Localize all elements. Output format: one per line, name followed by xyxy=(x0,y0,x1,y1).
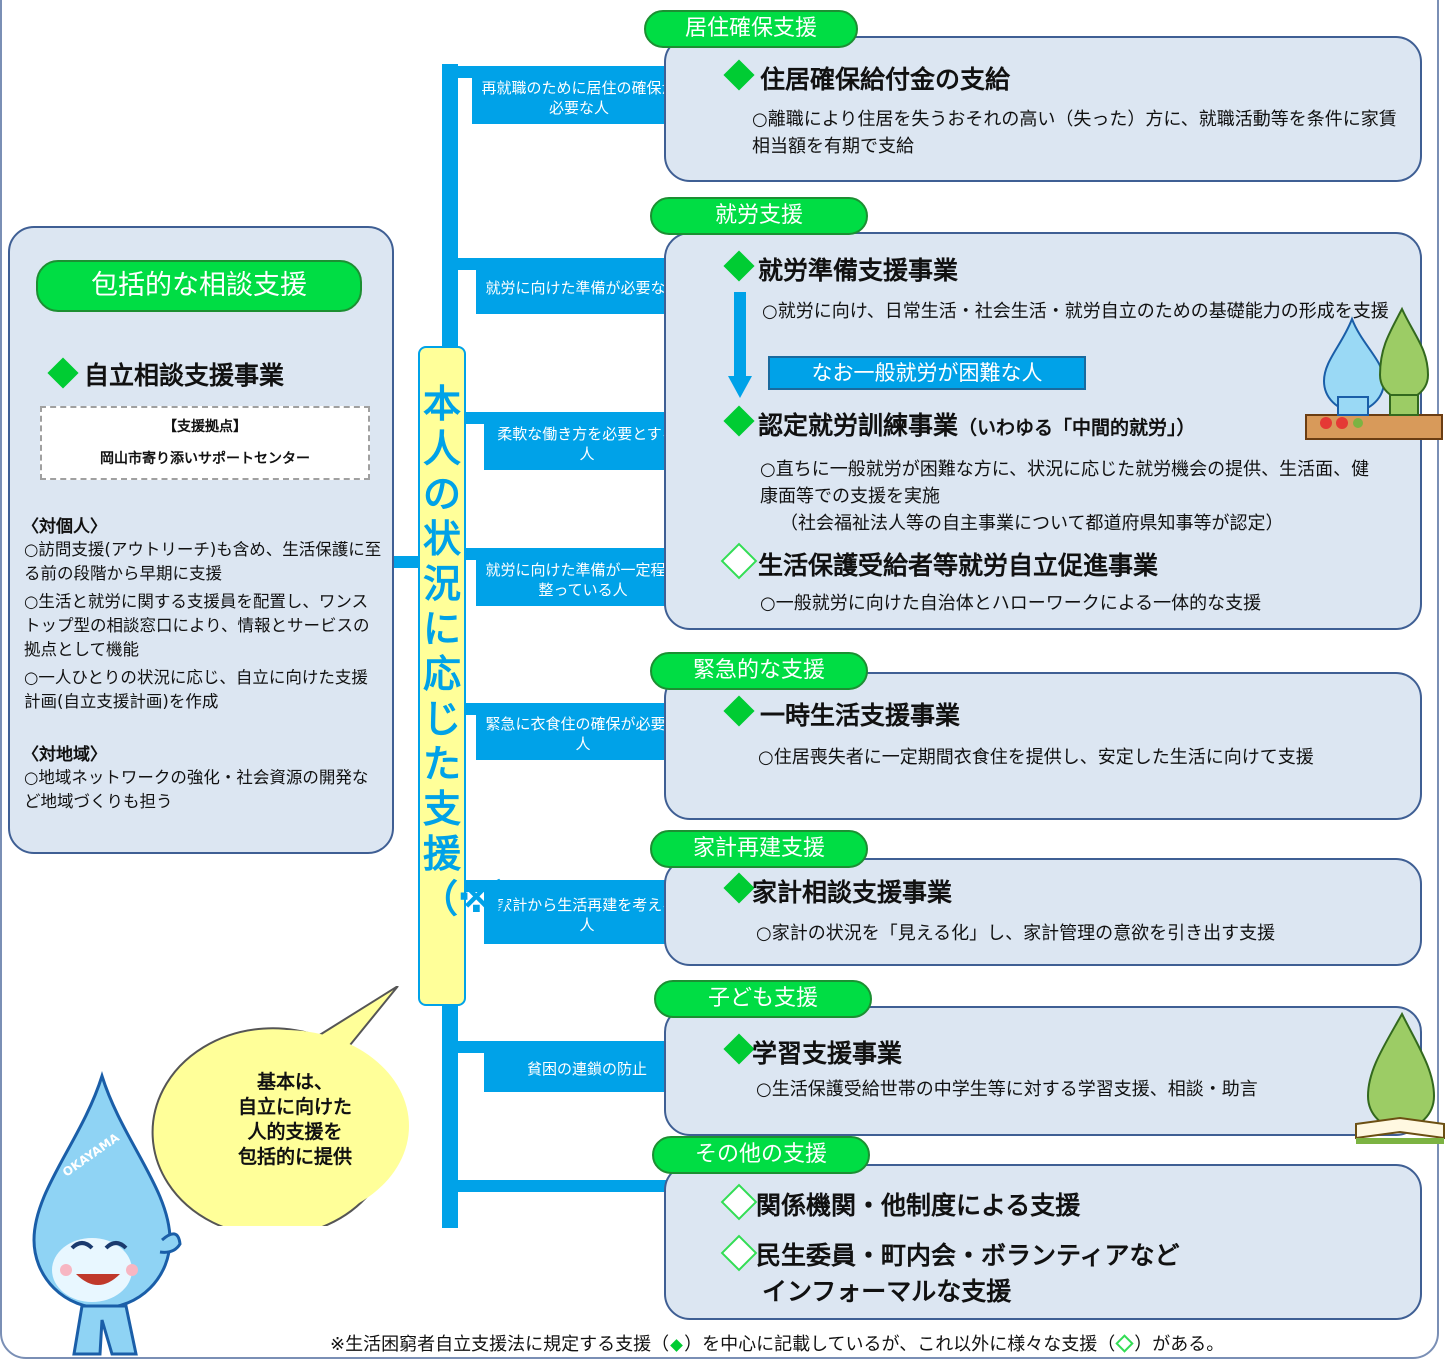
employment-desc-1: ○就労に向け、日常生活・社会生活・就労自立のための基礎能力の形成を支援 xyxy=(762,301,1389,322)
consultation-title: 自立相談支援事業 xyxy=(84,361,285,390)
housing-title: 住居確保給付金の支給 xyxy=(760,65,1011,94)
pill-children: 子ども支援 xyxy=(654,980,872,1018)
other-title-2b: インフォーマルな支援 xyxy=(762,1277,1012,1306)
region-heading: 〈対地域〉 xyxy=(22,745,107,765)
pill-employment: 就労支援 xyxy=(650,197,868,235)
hub-label: 【支援拠点】 xyxy=(163,419,247,435)
employment-title-2-note: （いわゆる「中間的就労」） xyxy=(958,417,1196,439)
pill-other: その他の支援 xyxy=(652,1136,870,1174)
other-box xyxy=(664,1164,1422,1320)
employment-desc-3: ○一般就労に向けた自治体とハローワークによる一体的な支援 xyxy=(760,593,1262,614)
household-title: 家計相談支援事業 xyxy=(752,878,953,907)
employment-title-2-main: 認定就労訓練事業 xyxy=(758,411,959,440)
employment-title-1: 就労準備支援事業 xyxy=(758,256,959,285)
region-item-1: ○地域ネットワークの強化・社会資源の開発など地域づくりも担う xyxy=(24,768,369,811)
employment-title-3: 生活保護受給者等就労自立促進事業 xyxy=(758,551,1159,580)
consultation-box xyxy=(8,226,394,854)
label-employment-3: 就労に向けた準備が一定程度整っている人 xyxy=(476,554,690,606)
label-housing: 再就職のために居住の確保が必要な人 xyxy=(472,72,686,124)
central-text: 本人の状況に応じた支援（※） xyxy=(420,382,533,921)
branch-other xyxy=(458,1180,720,1192)
children-desc: ○生活保護受給世帯の中学生等に対する学習支援、相談・助言 xyxy=(756,1079,1258,1100)
pill-household: 家計再建支援 xyxy=(650,830,868,868)
reading-mascot-icon xyxy=(1355,1011,1445,1144)
hollow-diamond-icon xyxy=(1115,1334,1134,1353)
water-drop-mascot-icon xyxy=(32,1070,182,1356)
household-desc: ○家計の状況を「見える化」し、家計管理の意欲を引き出す支援 xyxy=(756,923,1276,944)
label-employment-2: 柔軟な働き方を必要とする人 xyxy=(484,418,690,470)
footnote-part-2: ）を中心に記載しているが、これ以外に様々な支援（ xyxy=(684,1334,1116,1355)
note-box: なお一般就労が困難な人 xyxy=(768,356,1086,390)
individual-item-2: ○生活と就労に関する支援員を配置し、ワンストップ型の相談窓口により、情報とサービ… xyxy=(24,592,370,659)
children-title: 学習支援事業 xyxy=(752,1039,903,1068)
emergency-title: 一時生活支援事業 xyxy=(760,701,961,730)
pill-consultation: 包括的な相談支援 xyxy=(36,260,362,312)
speech-bubble xyxy=(151,986,409,1226)
children-box xyxy=(664,1006,1422,1136)
filled-diamond-icon xyxy=(670,1339,683,1352)
individual-item-3: ○一人ひとりの状況に応じ、自立に向けた支援計画(自立支援計画)を作成 xyxy=(24,668,368,711)
hub-name: 岡山市寄り添いサポートセンター xyxy=(100,451,310,467)
pill-housing: 居住確保支援 xyxy=(644,10,858,48)
label-children: 貧困の連鎖の防止 xyxy=(484,1046,690,1092)
other-title-1: 関係機関・他制度による支援 xyxy=(756,1191,1081,1220)
label-employment-1: 就労に向けた準備が必要な人 xyxy=(476,262,690,314)
footnote-part-1: ※生活困窮者自立支援法に規定する支援（ xyxy=(330,1334,670,1355)
housing-desc: ○離職により住居を失うおそれの高い（失った）方に、就職活動等を条件に家賃相当額を… xyxy=(752,109,1397,157)
household-box xyxy=(664,858,1422,966)
footnote-part-3: ）がある。 xyxy=(1134,1334,1225,1355)
label-emergency: 緊急に衣食住の確保が必要な人 xyxy=(476,708,690,760)
employment-box xyxy=(664,232,1422,630)
individual-item-1: ○訪問支援(アウトリーチ)も含め、生活保護に至る前の段階から早期に支援 xyxy=(24,540,382,583)
footnote: ※生活困窮者自立支援法に規定する支援（ ）を中心に記載しているが、これ以外に様々な… xyxy=(330,1330,1224,1356)
label-household: 家計から生活再建を考える人 xyxy=(484,886,690,944)
garden-mascots-icon xyxy=(1305,306,1443,440)
emergency-box xyxy=(664,672,1422,820)
down-arrowhead xyxy=(728,376,752,398)
down-arrow xyxy=(734,292,746,378)
bubble-text: 基本は、 自立に向けた 人的支援を 包括的に提供 xyxy=(237,1071,352,1168)
hub-box xyxy=(40,406,370,480)
central-column: 本人の状況に応じた支援（※） xyxy=(418,346,533,1006)
employment-desc-2b: （社会福祉法人等の自主事業について都道府県知事等が認定） xyxy=(780,513,1284,534)
employment-desc-2a: ○直ちに一般就労が困難な方に、状況に応じた就労機会の提供、生活面、健康面等での支… xyxy=(760,459,1370,507)
emergency-desc: ○住居喪失者に一定期間衣食住を提供し、安定した生活に向けて支援 xyxy=(758,747,1314,768)
individual-heading: 〈対個人〉 xyxy=(22,517,107,537)
other-title-2a: 民生委員・町内会・ボランティアなど xyxy=(756,1241,1180,1270)
housing-box xyxy=(664,36,1422,182)
employment-title-2: 認定就労訓練事業（いわゆる「中間的就労」） xyxy=(758,406,1196,442)
pill-emergency: 緊急的な支援 xyxy=(650,652,868,690)
